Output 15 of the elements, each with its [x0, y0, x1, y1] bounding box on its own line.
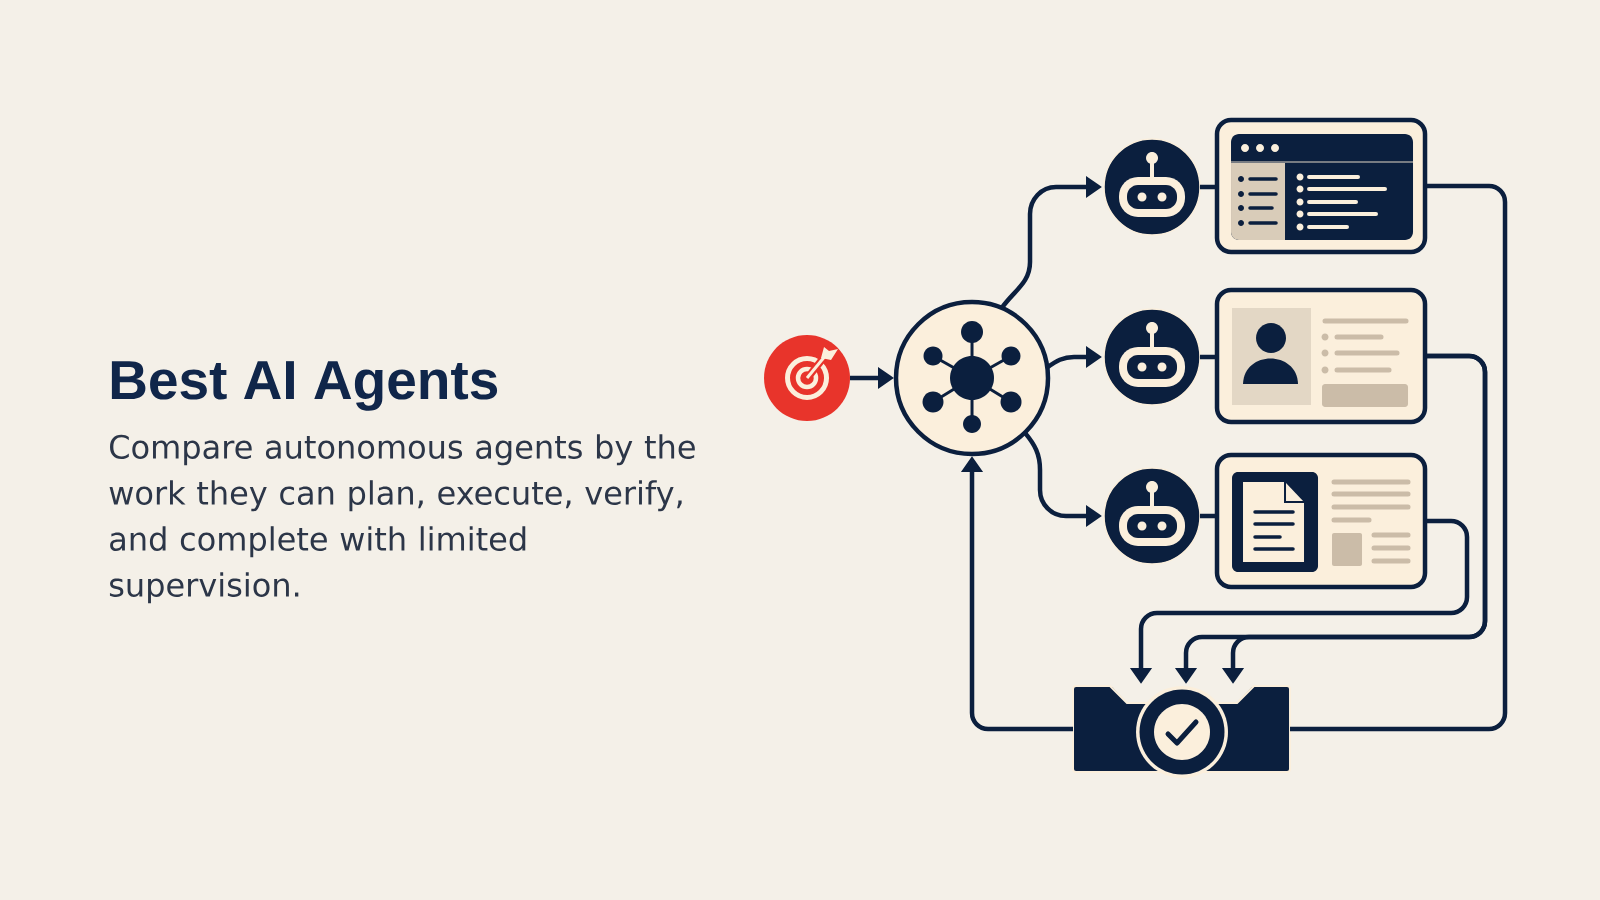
connector-line: [1290, 183, 1508, 732]
browser-window-card: [1214, 117, 1428, 255]
subtitle: Compare autonomous agents by the work they can plan, execute, verify, and complete with limited supervision.: [109, 434, 695, 604]
connector-line: [1200, 354, 1217, 360]
target-icon: [764, 335, 850, 421]
connector-line: [1200, 513, 1217, 519]
profile-card: [1214, 287, 1428, 425]
robot-icon: [1103, 467, 1201, 565]
robot-icon: [1103, 308, 1201, 406]
robot-icon: [1103, 138, 1201, 236]
network-hub-icon: [893, 299, 1051, 457]
check-tray-icon: [1072, 684, 1291, 778]
connector-line: [1200, 184, 1217, 190]
document-card: [1214, 452, 1428, 590]
title: Best AI Agents: [111, 361, 498, 411]
